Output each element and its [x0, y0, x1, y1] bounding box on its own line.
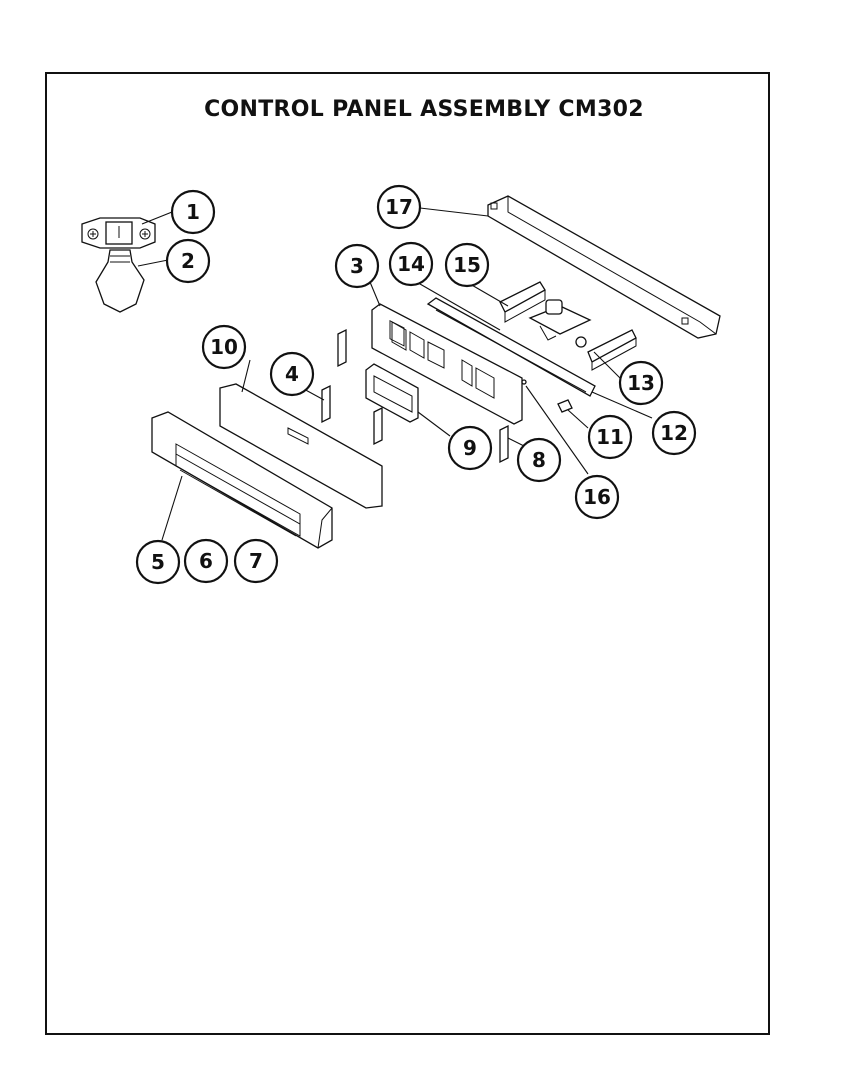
- mounting-bracket: [499, 281, 546, 323]
- callout-13: 13: [618, 360, 664, 406]
- display-board: [365, 363, 419, 423]
- callout-12: 12: [651, 410, 697, 456]
- callout-3: 3: [334, 243, 380, 289]
- small-knob: [557, 399, 573, 413]
- callout-4: 4: [269, 351, 315, 397]
- callout-14: 14: [388, 241, 434, 287]
- callout-circle: [183, 538, 229, 584]
- callout-9: 9: [447, 425, 493, 471]
- callout-10: 10: [201, 324, 247, 370]
- callout-label: 14: [397, 252, 425, 276]
- callout-label: 8: [532, 448, 546, 472]
- callout-label: 4: [285, 362, 299, 386]
- callout-17: 17: [376, 184, 422, 230]
- callout-label: 15: [453, 253, 481, 277]
- callout-label: 6: [199, 549, 213, 573]
- callout-circle: [233, 538, 279, 584]
- callout-1: 1: [170, 189, 216, 235]
- side-bracket: [575, 329, 637, 371]
- callout-circle: [516, 437, 562, 483]
- diagram-title: CONTROL PANEL ASSEMBLY CM302: [204, 97, 644, 122]
- callout-circle: [334, 243, 380, 289]
- callout-circle: [269, 351, 315, 397]
- callout-circle: [587, 414, 633, 460]
- callout-6: 6: [183, 538, 229, 584]
- callout-label: 5: [151, 550, 165, 574]
- callout-circle: [618, 360, 664, 406]
- callout-label: 12: [660, 421, 688, 445]
- callout-label: 9: [463, 436, 477, 460]
- clock-module: [528, 299, 592, 341]
- diagram-frame: [45, 72, 770, 1035]
- clip-right: [499, 424, 509, 464]
- callout-circle: [135, 539, 181, 585]
- clip-left: [321, 384, 331, 424]
- callout-circle: [651, 410, 697, 456]
- callout-15: 15: [444, 242, 490, 288]
- callout-label: 3: [350, 254, 364, 278]
- callout-2: 2: [165, 238, 211, 284]
- callout-circle: [170, 189, 216, 235]
- overlay-panel: [219, 383, 383, 509]
- callout-label: 16: [583, 485, 611, 509]
- screw: [521, 379, 527, 385]
- callout-circle: [376, 184, 422, 230]
- callout-11: 11: [587, 414, 633, 460]
- callout-label: 11: [596, 425, 624, 449]
- lamp-socket-bracket: [81, 217, 156, 249]
- callout-circle: [447, 425, 493, 471]
- clip-upper: [337, 328, 347, 368]
- callout-label: 7: [249, 549, 263, 573]
- callout-circle: [201, 324, 247, 370]
- control-panel-front: [151, 411, 333, 549]
- callout-16: 16: [574, 474, 620, 520]
- trim-strip: [426, 297, 596, 397]
- callout-8: 8: [516, 437, 562, 483]
- callout-circle: [444, 242, 490, 288]
- callout-label: 1: [186, 200, 200, 224]
- callout-7: 7: [233, 538, 279, 584]
- callout-circle: [574, 474, 620, 520]
- callout-label: 2: [181, 249, 195, 273]
- callout-circle: [388, 241, 434, 287]
- callout-label: 13: [627, 371, 655, 395]
- callout-label: 17: [385, 195, 413, 219]
- top-rail: [487, 195, 721, 339]
- control-panel-backplate: [371, 303, 523, 425]
- callout-label: 10: [210, 335, 238, 359]
- clip-middle: [373, 406, 383, 446]
- callout-5: 5: [135, 539, 181, 585]
- callout-circle: [165, 238, 211, 284]
- lamp-bulb: [95, 249, 145, 313]
- leader-lines: [137, 207, 653, 541]
